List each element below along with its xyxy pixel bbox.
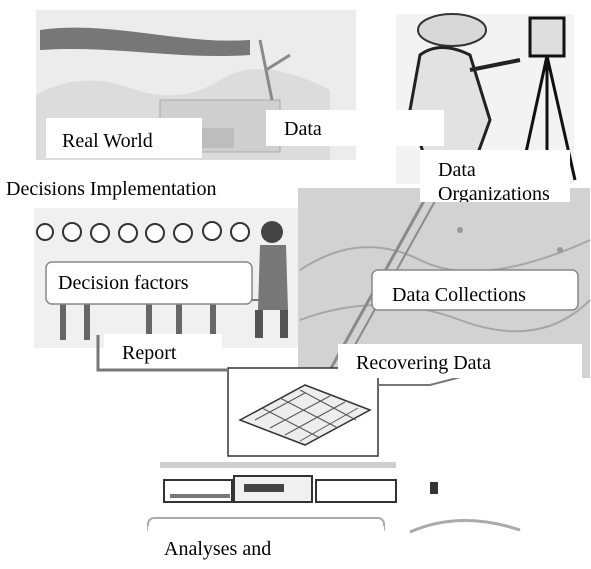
label-recovering-data: Recovering Data [338,344,582,378]
label-data-collections: Data Collections [392,284,526,306]
decision-factors-box [45,261,253,305]
label-decision-factors: Decision factors [58,272,189,294]
label-real-world: Real World [46,118,202,158]
label-data: Data [266,110,444,146]
label-data-organizations: Data Organizations [420,150,570,202]
data-collections-box [371,269,579,311]
label-analyses: Analyses and [148,526,384,566]
city-model-illustration [227,367,379,457]
label-report: Report [104,334,222,366]
label-decisions-implementation: Decisions Implementation [0,168,278,206]
